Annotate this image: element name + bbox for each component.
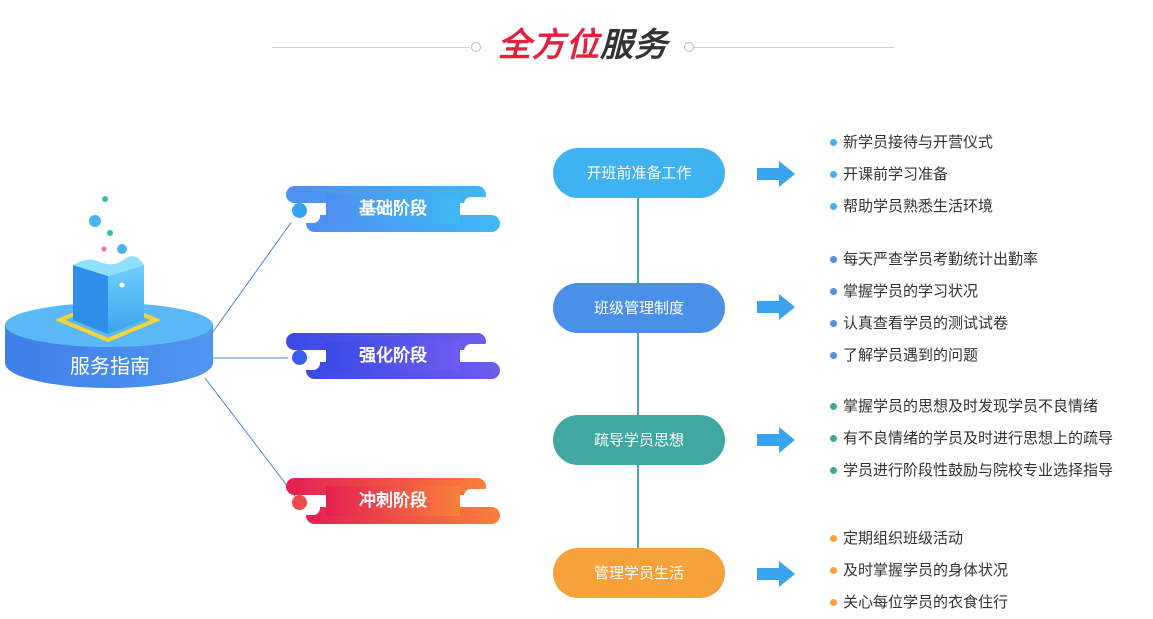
list-item-text: 开课前学习准备 xyxy=(843,165,949,183)
bubble-icon xyxy=(102,196,108,202)
bullet-dot-icon xyxy=(830,171,837,178)
bullet-dot-icon xyxy=(830,567,837,574)
title-divider-dot-left xyxy=(471,42,481,52)
list-item-text: 认真查看学员的测试试卷 xyxy=(843,314,1009,332)
service-pill-guidance: 疏导学员思想 xyxy=(553,415,725,465)
list-item-text: 帮助学员熟悉生活环境 xyxy=(843,197,994,215)
stage-label: 强化阶段 xyxy=(359,346,427,366)
bubble-icon xyxy=(107,230,113,236)
bullet-dot-icon xyxy=(830,599,837,606)
hub-cube-right xyxy=(108,265,144,334)
bullet-dot-icon xyxy=(830,352,837,359)
service-detail-list: 掌握学员的思想及时发现学员不良情绪 有不良情绪的学员及时进行思想上的疏导 学员进… xyxy=(830,390,1113,486)
stage-dot xyxy=(292,495,307,510)
title-rest: 服务 xyxy=(600,25,668,64)
ribbon-body xyxy=(326,341,460,371)
bullet-dot-icon xyxy=(830,288,837,295)
service-timeline-line xyxy=(637,180,639,570)
list-item-text: 了解学员遇到的问题 xyxy=(843,346,979,364)
stage-ribbon-sprint: 冲刺阶段 xyxy=(286,478,500,524)
ribbon-body xyxy=(326,194,460,224)
bubble-icon xyxy=(117,244,127,254)
list-item-text: 每天严查学员考勤统计出勤率 xyxy=(843,250,1039,268)
list-item: 掌握学员的思想及时发现学员不良情绪 xyxy=(830,390,1113,422)
bubble-icon xyxy=(101,246,107,252)
connector-line xyxy=(209,209,301,337)
bubble-icon xyxy=(89,215,101,227)
title-highlight: 全方位 xyxy=(498,25,600,64)
service-detail-list: 每天严查学员考勤统计出勤率 掌握学员的学习状况 认真查看学员的测试试卷 了解学员… xyxy=(830,243,1038,371)
bullet-dot-icon xyxy=(830,320,837,327)
arrow-right-icon xyxy=(757,161,795,187)
bullet-dot-icon xyxy=(830,203,837,210)
service-pill-life-management: 管理学员生活 xyxy=(553,548,725,598)
list-item: 帮助学员熟悉生活环境 xyxy=(830,190,993,222)
bullet-dot-icon xyxy=(830,467,837,474)
title-divider-left xyxy=(272,47,470,48)
stage-label: 冲刺阶段 xyxy=(359,491,427,511)
hub-cube-water xyxy=(73,256,144,276)
ribbon-notch xyxy=(464,344,498,358)
bullet-dot-icon xyxy=(830,403,837,410)
list-item-text: 学员进行阶段性鼓励与院校专业选择指导 xyxy=(843,461,1114,479)
arrow-right-icon xyxy=(757,294,795,320)
list-item: 有不良情绪的学员及时进行思想上的疏导 xyxy=(830,422,1113,454)
stage-dot xyxy=(292,203,307,218)
list-item-text: 新学员接待与开营仪式 xyxy=(843,133,994,151)
title-divider-right xyxy=(694,47,894,48)
list-item-text: 掌握学员的思想及时发现学员不良情绪 xyxy=(843,397,1099,415)
title-divider-dot-right xyxy=(684,42,694,52)
bullet-dot-icon xyxy=(830,435,837,442)
list-item: 掌握学员的学习状况 xyxy=(830,275,1038,307)
bubble-icon xyxy=(119,282,125,288)
ribbon-notch xyxy=(464,489,498,503)
page-title: 全方位服务 xyxy=(488,22,678,68)
hub-label: 服务指南 xyxy=(70,354,150,378)
arrow-right-icon xyxy=(757,427,795,453)
list-item: 定期组织班级活动 xyxy=(830,522,1008,554)
hub-cube-left xyxy=(73,265,108,334)
list-item: 认真查看学员的测试试卷 xyxy=(830,307,1038,339)
list-item: 关心每位学员的衣食住行 xyxy=(830,586,1008,618)
bullet-dot-icon xyxy=(830,535,837,542)
connector-line xyxy=(204,377,299,501)
service-detail-list: 定期组织班级活动 及时掌握学员的身体状况 关心每位学员的衣食住行 xyxy=(830,522,1008,618)
list-item-text: 关心每位学员的衣食住行 xyxy=(843,593,1009,611)
service-detail-list: 新学员接待与开营仪式 开课前学习准备 帮助学员熟悉生活环境 xyxy=(830,126,993,222)
list-item: 每天严查学员考勤统计出勤率 xyxy=(830,243,1038,275)
stage-ribbon-intensive: 强化阶段 xyxy=(286,333,500,379)
ribbon-body xyxy=(326,486,460,516)
bullet-dot-icon xyxy=(830,256,837,263)
list-item-text: 及时掌握学员的身体状况 xyxy=(843,561,1009,579)
list-item-text: 掌握学员的学习状况 xyxy=(843,282,979,300)
stage-dot xyxy=(292,350,307,365)
list-item: 新学员接待与开营仪式 xyxy=(830,126,993,158)
list-item: 学员进行阶段性鼓励与院校专业选择指导 xyxy=(830,454,1113,486)
stage-ribbon-foundation: 基础阶段 xyxy=(286,186,500,232)
section-title: 全方位服务 xyxy=(0,22,1153,72)
list-item: 开课前学习准备 xyxy=(830,158,993,190)
service-pill-preparation: 开班前准备工作 xyxy=(553,148,725,198)
list-item-text: 有不良情绪的学员及时进行思想上的疏导 xyxy=(843,429,1114,447)
arrow-right-icon xyxy=(757,561,795,587)
ribbon-notch xyxy=(464,197,498,211)
list-item: 及时掌握学员的身体状况 xyxy=(830,554,1008,586)
service-pill-class-management: 班级管理制度 xyxy=(553,283,725,333)
list-item: 了解学员遇到的问题 xyxy=(830,339,1038,371)
list-item-text: 定期组织班级活动 xyxy=(843,529,964,547)
bullet-dot-icon xyxy=(830,139,837,146)
stage-label: 基础阶段 xyxy=(359,199,427,219)
